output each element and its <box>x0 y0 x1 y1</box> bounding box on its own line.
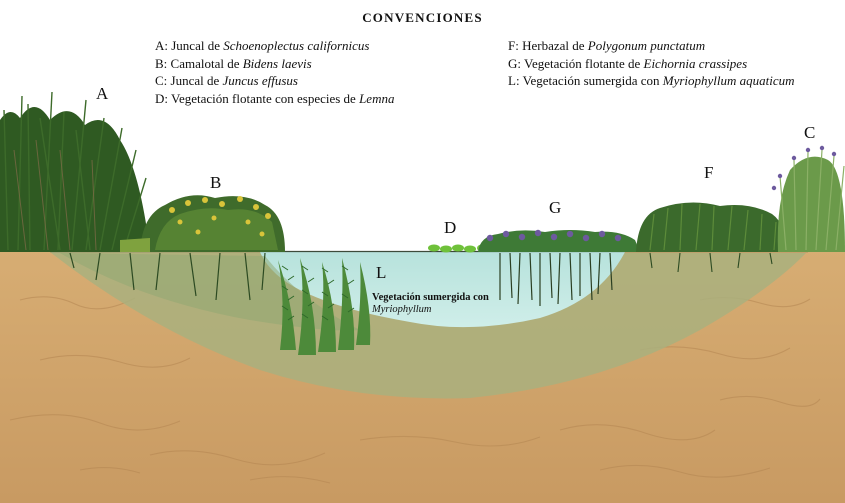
polygonum-herbaceous-f <box>636 202 788 273</box>
bidens-bush-b <box>120 195 285 252</box>
legend-item-l-species: Myriophyllum aquaticum <box>662 73 795 88</box>
legend-right-column: F: Herbazal de Polygonum punctatum G: Ve… <box>508 37 795 90</box>
legend-item-l-prefix: L: Vegetación sumergida con <box>508 73 663 88</box>
legend-item-c-prefix: C: Juncal de <box>155 73 223 88</box>
legend-item-b-prefix: B: Camalotal de <box>155 55 243 71</box>
legend-left-column: A: Juncal de Schoenoplectus californicus… <box>155 37 394 107</box>
legend-item-b-species: Bidens laevis <box>242 55 312 71</box>
legend-item-d: D: Vegetación flotante con especies de L… <box>155 90 394 108</box>
legend-item-g-prefix: G: Vegetación flotante de <box>508 55 644 71</box>
submerged-stems-a-b <box>69 252 266 301</box>
legend-item-d-species: Lemna <box>359 90 395 106</box>
zone-label-f: F <box>704 163 714 182</box>
zone-label-g: G <box>549 198 562 217</box>
legend-item-c: C: Juncal de Juncus effusus <box>155 72 394 90</box>
legend-item-g: G: Vegetación flotante de Eichornia cras… <box>508 55 795 73</box>
zone-label-l: L <box>376 263 387 282</box>
legend-item-g-species: Eichornia crassipes <box>643 55 748 71</box>
legend-item-d-prefix: D: Vegetación flotante con especies de <box>155 90 360 106</box>
legend-item-b: B: Camalotal de Bidens laevis <box>155 55 394 73</box>
myriophyllum-leaves <box>281 265 355 321</box>
legend-title: CONVENCIONES <box>362 10 483 25</box>
legend-item-a-prefix: A: Juncal de <box>155 38 224 53</box>
submerged-note-line1: Vegetación sumergida con <box>372 292 489 303</box>
legend-item-f: F: Herbazal de Polygonum punctatum <box>508 37 795 55</box>
legend-item-f-species: Polygonum punctatum <box>587 38 706 53</box>
zone-label-a: A <box>96 84 109 103</box>
zone-label-d: D <box>444 218 457 237</box>
submerged-vegetation-note: Vegetación sumergida con Myriophyllum <box>372 292 489 316</box>
legend-item-c-species: Juncus effusus <box>222 73 298 88</box>
zone-label-c: C <box>804 123 816 142</box>
myriophyllum-submerged-l <box>278 258 371 355</box>
legend-item-l: L: Vegetación sumergida con Myriophyllum… <box>508 72 795 90</box>
zone-label-b: B <box>210 173 222 192</box>
soil-texture <box>9 296 821 484</box>
legend-item-a-species: Schoenoplectus californicus <box>223 38 370 53</box>
submerged-note-line2: Myriophyllum <box>372 304 432 315</box>
eichornia-floating-g <box>478 229 640 306</box>
legend-item-a: A: Juncal de Schoenoplectus californicus <box>155 37 394 55</box>
legend-item-f-prefix: F: Herbazal de <box>508 38 588 53</box>
juncus-stand-c <box>771 145 845 252</box>
bulrush-stand-a <box>0 91 150 253</box>
